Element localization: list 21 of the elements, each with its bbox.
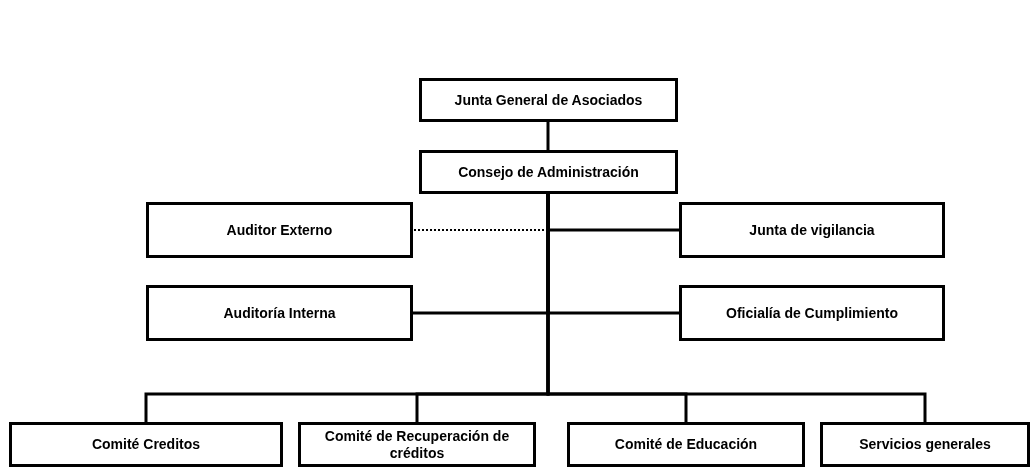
org-box [146, 285, 413, 341]
box-label: Comité de Recuperación de créditos [323, 428, 511, 461]
box-label: Auditor Externo [226, 221, 333, 239]
box-label: Servicios generales [859, 436, 991, 453]
box-label: Oficialía de Cumplimiento [726, 304, 898, 322]
org-box [679, 285, 945, 341]
box-label: Junta de vigilancia [749, 221, 875, 239]
box-label: Comité de Educación [614, 436, 758, 453]
org-box [679, 202, 945, 258]
connector-line [546, 122, 550, 150]
box-label: Auditoría Interna [223, 304, 336, 322]
org-box [820, 422, 1030, 467]
org-box [9, 422, 283, 467]
org-box [419, 78, 678, 122]
box-label: Consejo de Administración [458, 163, 639, 181]
box-label: Comité Creditos [91, 436, 201, 453]
org-box [419, 150, 678, 194]
org-box [567, 422, 805, 467]
org-box [298, 422, 536, 467]
org-box [146, 202, 413, 258]
box-label: Junta General de Asociados [454, 91, 643, 109]
